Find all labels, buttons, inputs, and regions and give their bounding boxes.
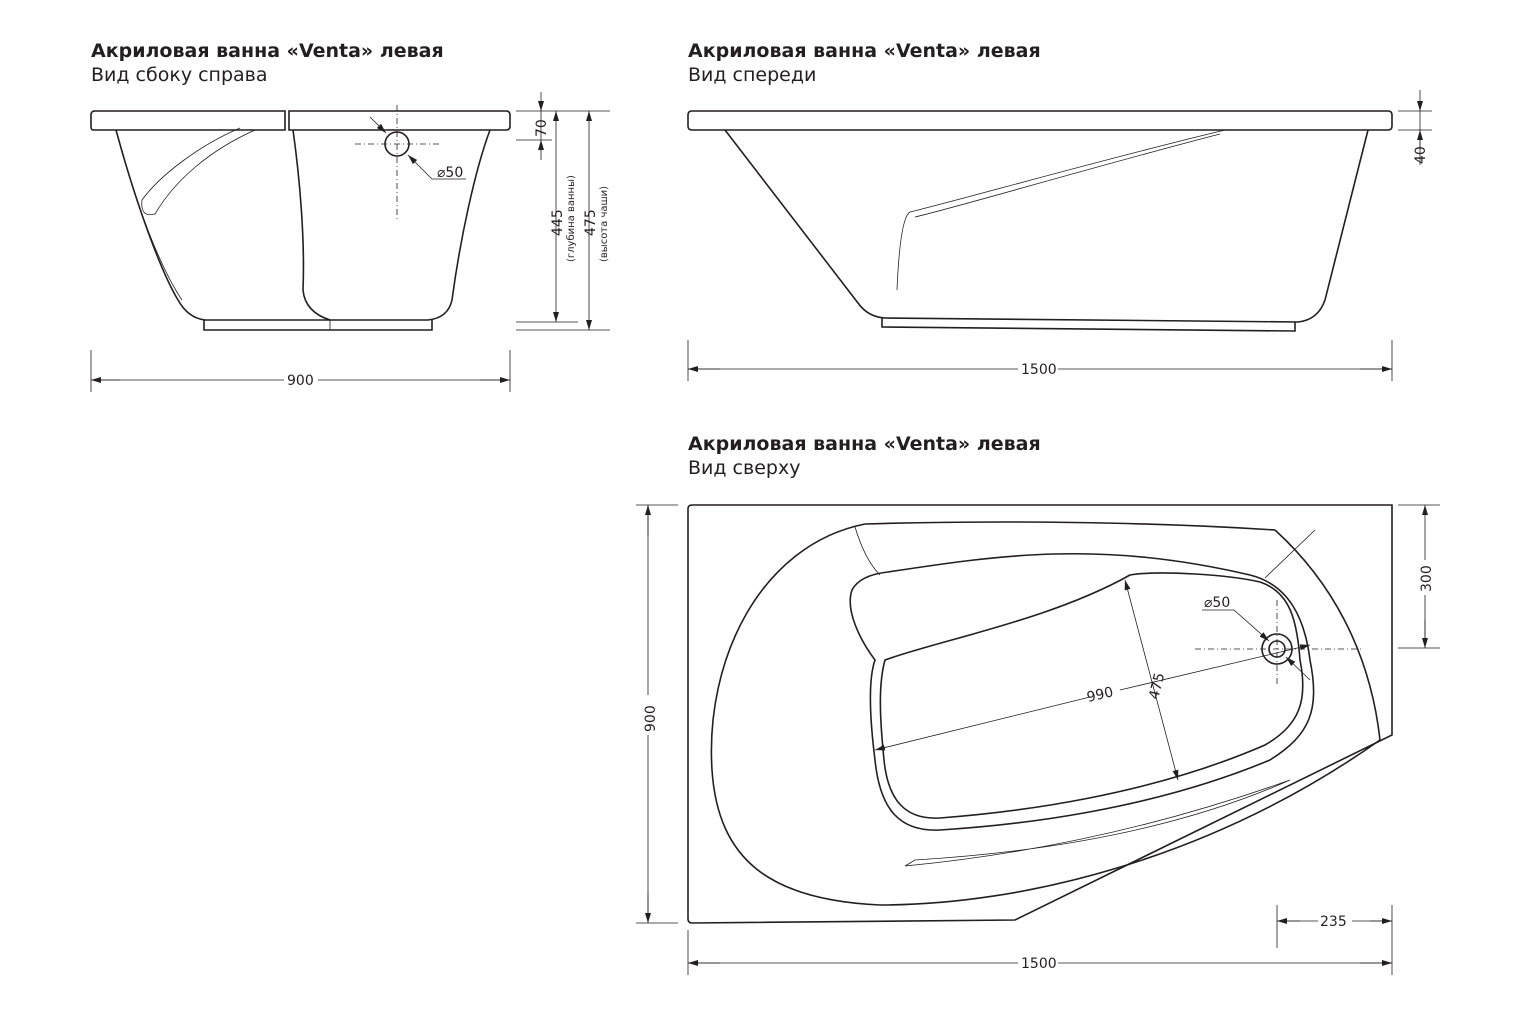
side-view-drawing: ⌀50 70 445 (глубина ванны) 475 (высота ч… [90,92,610,392]
top-inner-length-dim: 990 [1085,684,1115,706]
top-inner-width-dim: 475 [1146,671,1168,701]
top-view-title: Акриловая ванна «Venta» левая [688,433,1041,455]
front-view-drawing: 40 1500 [687,90,1432,381]
side-view-subtitle: Вид сбоку справа [91,64,268,86]
top-view-drawing: ⌀50 990 475 300 900 235 1500 [636,505,1440,975]
front-view-subtitle: Вид спереди [688,64,817,86]
side-drain-label: ⌀50 [437,165,463,181]
front-rim-dim: 40 [1413,146,1429,164]
side-depth-dim: 445 [550,209,566,236]
top-drain-label: ⌀50 [1204,595,1230,611]
side-width-dim: 900 [287,373,314,389]
top-length-dim: 1500 [1021,956,1057,972]
front-length-dim: 1500 [1021,362,1057,378]
side-height-note: (высота чаши) [599,186,610,262]
top-offset-right-dim: 300 [1419,565,1435,592]
top-view-subtitle: Вид сверху [688,457,801,479]
front-view-title: Акриловая ванна «Venta» левая [688,40,1041,62]
side-view-title: Акриловая ванна «Venta» левая [91,40,444,62]
side-height-dim: 475 [583,209,599,236]
side-depth-note: (глубина ванны) [566,175,577,262]
top-offset-bottom-dim: 235 [1320,914,1347,930]
side-rim-dim: 70 [534,119,550,137]
top-width-dim: 900 [643,705,659,732]
